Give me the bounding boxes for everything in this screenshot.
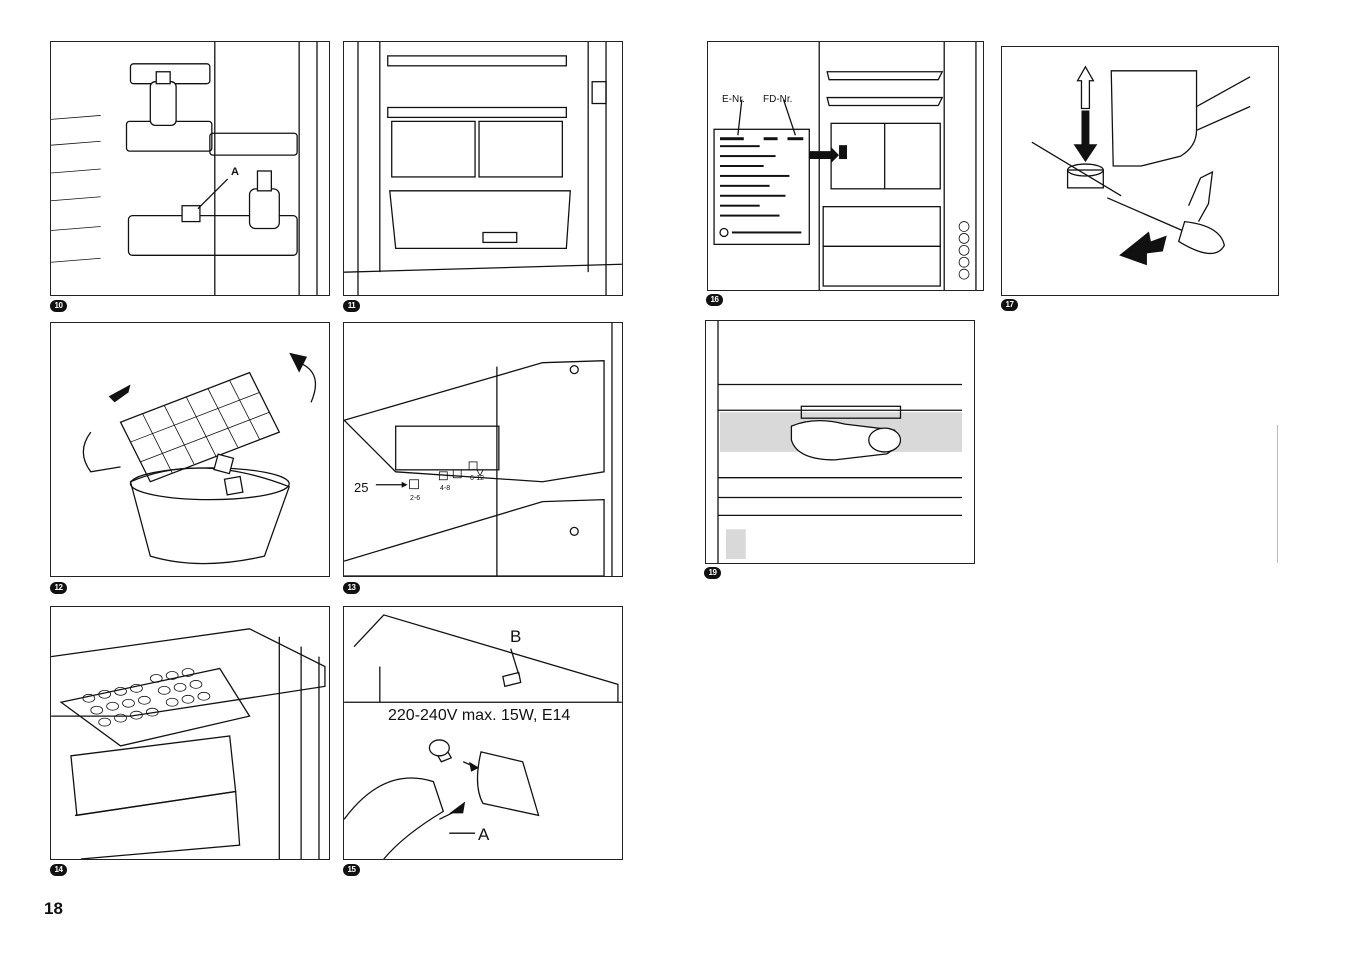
figure-number-12: 12 — [50, 582, 67, 594]
range-label-2-6: 2-6 — [410, 495, 421, 502]
figure-number-13: 13 — [343, 582, 360, 594]
figure-number-14: 14 — [50, 864, 67, 876]
figure-number-17: 17 — [1001, 299, 1018, 311]
figure-number-16: 16 — [706, 294, 723, 306]
figure-12-ice-cube-tray — [50, 322, 330, 577]
rating-plate-illustration — [713, 42, 977, 290]
figure-17-levelling-foot — [1001, 46, 1279, 296]
callout-a: A — [478, 825, 490, 844]
range-label-6-12: 6-12 — [470, 475, 485, 482]
figure-13-temperature-indicator: 25 2-6 4-8 6-12 — [343, 322, 623, 577]
page-number: 18 — [44, 899, 63, 918]
freezer-illustration — [51, 628, 326, 859]
indicator-callout-25: 25 — [354, 480, 369, 495]
control-panel-illustration — [344, 323, 613, 576]
levelling-foot-illustration — [1031, 65, 1251, 266]
figure-19-crisper-drawer — [705, 320, 975, 564]
scan-edge-line — [1277, 425, 1278, 563]
crisper-drawer-illustration — [717, 321, 962, 563]
ice-tray-illustration — [82, 352, 317, 565]
label-e-nr: E-Nr. — [722, 94, 745, 105]
figure-number-15: 15 — [343, 864, 360, 876]
light-bulb-illustration — [344, 614, 622, 859]
figure-11-interior-shelves — [343, 41, 623, 296]
figure-10-door-shelves: A — [50, 41, 330, 296]
figure-number-19: 19 — [704, 567, 721, 579]
bulb-specification: 220-240V max. 15W, E14 — [388, 707, 571, 724]
interior-shelves-illustration — [344, 42, 622, 295]
figure-14-freezer-compartment — [50, 606, 330, 860]
figure-15-light-bulb-replacement: B 220-240V max. 15W, E14 A — [343, 606, 623, 860]
figure-number-11: 11 — [343, 300, 360, 312]
door-shelves-illustration — [51, 42, 318, 295]
figure-16-rating-plate: E-Nr. FD-Nr. — [707, 41, 984, 291]
callout-a: A — [231, 166, 239, 178]
range-label-4-8: 4-8 — [440, 485, 451, 492]
label-fd-nr: FD-Nr. — [763, 94, 793, 105]
callout-b: B — [510, 627, 522, 646]
figure-number-10: 10 — [50, 300, 67, 312]
